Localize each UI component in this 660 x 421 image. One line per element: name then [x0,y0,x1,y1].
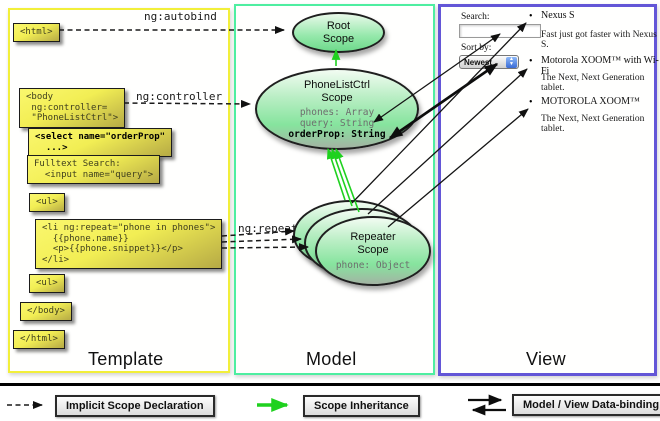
code-box-ul-close: <ul> [29,274,65,293]
model-column-label: Model [306,349,357,369]
template-column-label: Template [88,349,164,369]
search-input[interactable] [459,24,541,38]
ng-autobind-label: ng:autobind [142,10,219,23]
legend-scope-inheritance: Scope Inheritance [303,395,420,417]
phone-item-desc: The Next, Next Generation tablet. [541,73,645,93]
code-box-html-open: <html> [13,23,60,42]
phone-item-desc: The Next, Next Generation tablet. [541,114,645,134]
bullet-icon: • [529,97,533,108]
search-label: Search: [461,12,490,22]
view-column-label: View [526,349,566,369]
model-column [234,4,435,375]
repeater-scope-ellipse: Repeater Scope phone: Object [315,216,431,286]
orderprop-prop: orderProp: String [288,128,386,140]
code-box-body-open: <body ng:controller= "PhoneListCtrl"> [19,88,126,128]
phone-item-title: Motorola XOOM™ with Wi-Fi [541,55,659,77]
code-box-select: <select name="orderProp" ...> [28,128,173,157]
phonelistctrl-scope-ellipse: PhoneListCtrl Scope phones: Array query:… [255,68,419,150]
code-box-li-repeat: <li ng:repeat="phone in phones"> {{phone… [35,219,223,269]
phonelistctrl-scope-title: PhoneListCtrl Scope [303,78,371,104]
code-box-body-close: </body> [20,302,72,321]
legend-implicit-scope: Implicit Scope Declaration [55,395,215,417]
sort-select[interactable]: Newest ▲▼ [459,55,519,69]
phones-prop: phones: Array [299,106,375,118]
query-prop: query: String [299,117,375,129]
code-box-fulltext-search: Fulltext Search: <input name="query"> [27,155,161,184]
root-scope-ellipse: Root Scope [292,12,385,53]
bullet-icon: • [529,11,533,22]
phone-item-title: MOTOROLA XOOM™ [541,96,640,107]
phone-prop: phone: Object [335,260,411,271]
bullet-icon: • [529,56,533,67]
legend-databinding: Model / View Data-binding [512,394,660,416]
ng-repeat-label: ng:repeat [236,222,300,235]
ng-controller-label: ng:controller [134,90,225,103]
root-scope-title: Root Scope [322,19,355,45]
code-box-ul-open: <ul> [29,193,65,212]
code-box-html-close: </html> [13,330,65,349]
sort-by-label: Sort by: [461,43,492,53]
phone-item-desc: Fast just got faster with Nexus S. [541,30,657,50]
sort-select-value: Newest [464,58,493,67]
phone-item-title: Nexus S [541,10,575,21]
repeater-scope-title: Repeater Scope [350,231,396,256]
legend-separator [0,383,660,386]
select-stepper-icon: ▲▼ [506,57,517,68]
